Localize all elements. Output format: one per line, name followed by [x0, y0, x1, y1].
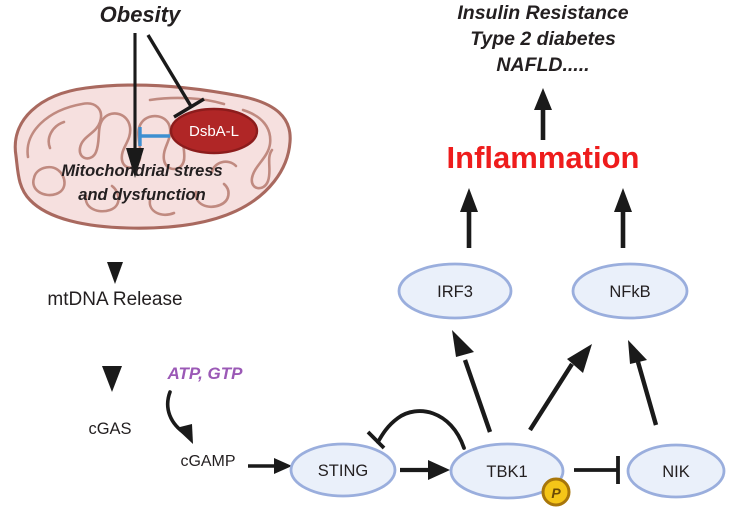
- edge-dsbal-inhibits-mito: [138, 127, 170, 146]
- label-outcome-insulin-resistance: Insulin Resistance: [457, 2, 629, 24]
- edge-tbk1-to-irf3: [452, 330, 493, 433]
- node-label-tbk1: TBK1: [486, 463, 528, 481]
- edge-tbk1-to-nfkb: [528, 344, 592, 432]
- edge-atpgtp-to-cgamp: [165, 390, 193, 444]
- edge-inflammation-to-outcomes: [534, 88, 552, 140]
- edge-mito-to-mtdna: [107, 222, 123, 284]
- edge-nfkb-to-inflammation: [614, 188, 632, 248]
- mitochondrion-shape: [13, 83, 292, 230]
- node-label-nik: NIK: [662, 463, 690, 481]
- node-label-sting: STING: [317, 462, 369, 480]
- edge-nik-to-nfkb: [628, 340, 659, 426]
- node-irf3[interactable]: [397, 262, 513, 320]
- edge-irf3-to-inflammation: [460, 188, 478, 248]
- edge-cgamp-to-sting: [248, 458, 292, 474]
- label-atp-gtp: ATP, GTP: [167, 364, 243, 383]
- label-mitochondrial-stress-line1: Mitochondrial stress: [61, 162, 223, 180]
- label-cgamp: cGAMP: [180, 453, 236, 470]
- edge-obesity-activates-mito: [126, 33, 144, 178]
- label-mitochondrial-stress-line2: and dysfunction: [78, 186, 206, 204]
- label-inflammation: Inflammation: [446, 140, 640, 175]
- node-label-irf3: IRF3: [437, 283, 473, 301]
- node-nfkb[interactable]: [571, 262, 689, 320]
- node-label-cgas: cGAS: [88, 420, 132, 438]
- phospho-badge-icon: [541, 477, 571, 507]
- node-label-dsbal: DsbA-L: [188, 123, 240, 140]
- edge-tbk1-inhibits-sting: [366, 409, 466, 450]
- label-outcome-type2-diabetes: Type 2 diabetes: [470, 28, 616, 50]
- node-label-nfkb: NFkB: [609, 283, 651, 301]
- edge-obesity-inhibits-dsbal: [146, 34, 205, 119]
- label-outcome-nafld: NAFLD.....: [496, 54, 590, 76]
- phospho-badge-label: P: [551, 485, 561, 501]
- mitochondrion-outer-membrane: [13, 83, 292, 230]
- node-dsbal[interactable]: [169, 107, 259, 155]
- node-sting[interactable]: [289, 442, 397, 498]
- edge-tbk1-inhibits-nik: [574, 456, 620, 484]
- edge-mtdna-to-cgas: [102, 324, 122, 392]
- label-mtdna-release: mtDNA Release: [47, 289, 183, 310]
- mitochondrion-cristae: [26, 96, 274, 217]
- node-nik[interactable]: [626, 443, 726, 499]
- label-obesity: Obesity: [99, 2, 181, 27]
- node-tbk1[interactable]: [449, 442, 565, 500]
- edge-sting-to-tbk1: [400, 460, 450, 480]
